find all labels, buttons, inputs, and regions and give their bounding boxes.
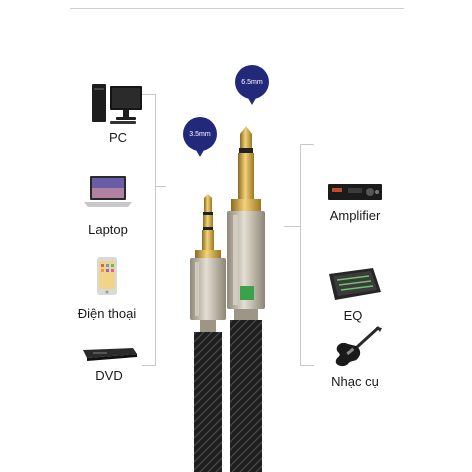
device-label: DVD (95, 368, 123, 383)
laptop-icon (63, 172, 153, 218)
device-pc: PC (73, 80, 163, 145)
device-amplifier: Amplifier (310, 180, 400, 223)
large-jack-size-badge: 6.5mm (235, 65, 269, 105)
device-label: Amplifier (329, 208, 381, 223)
device-instrument: Nhạc cụ (310, 326, 400, 389)
phone-icon (62, 256, 152, 302)
amplifier-icon (310, 180, 400, 204)
device-eq: EQ (308, 264, 398, 323)
left-bracket-tick (156, 186, 166, 187)
device-laptop: Laptop (63, 172, 153, 237)
device-label: Điện thoại (77, 306, 137, 321)
audio-cable-illustration (190, 126, 265, 472)
left-connector-bracket (142, 94, 156, 366)
device-label: EQ (343, 308, 363, 323)
dvd-player-icon (64, 342, 154, 364)
badge-text: 3.5mm (189, 130, 211, 138)
right-connector-bracket (300, 144, 314, 366)
electric-guitar-icon (310, 326, 400, 370)
device-phone: Điện thoại (62, 256, 152, 321)
right-bracket-tick (284, 226, 300, 227)
equalizer-mixer-icon (308, 264, 398, 304)
top-divider (70, 8, 404, 9)
badge-text: 6.5mm (241, 78, 263, 86)
device-label: PC (108, 130, 128, 145)
device-label: Nhạc cụ (331, 374, 379, 389)
small-jack-size-badge: 3.5mm (183, 117, 217, 157)
pc-icon (73, 80, 163, 126)
device-label: Laptop (88, 222, 128, 237)
device-dvd: DVD (64, 342, 154, 383)
